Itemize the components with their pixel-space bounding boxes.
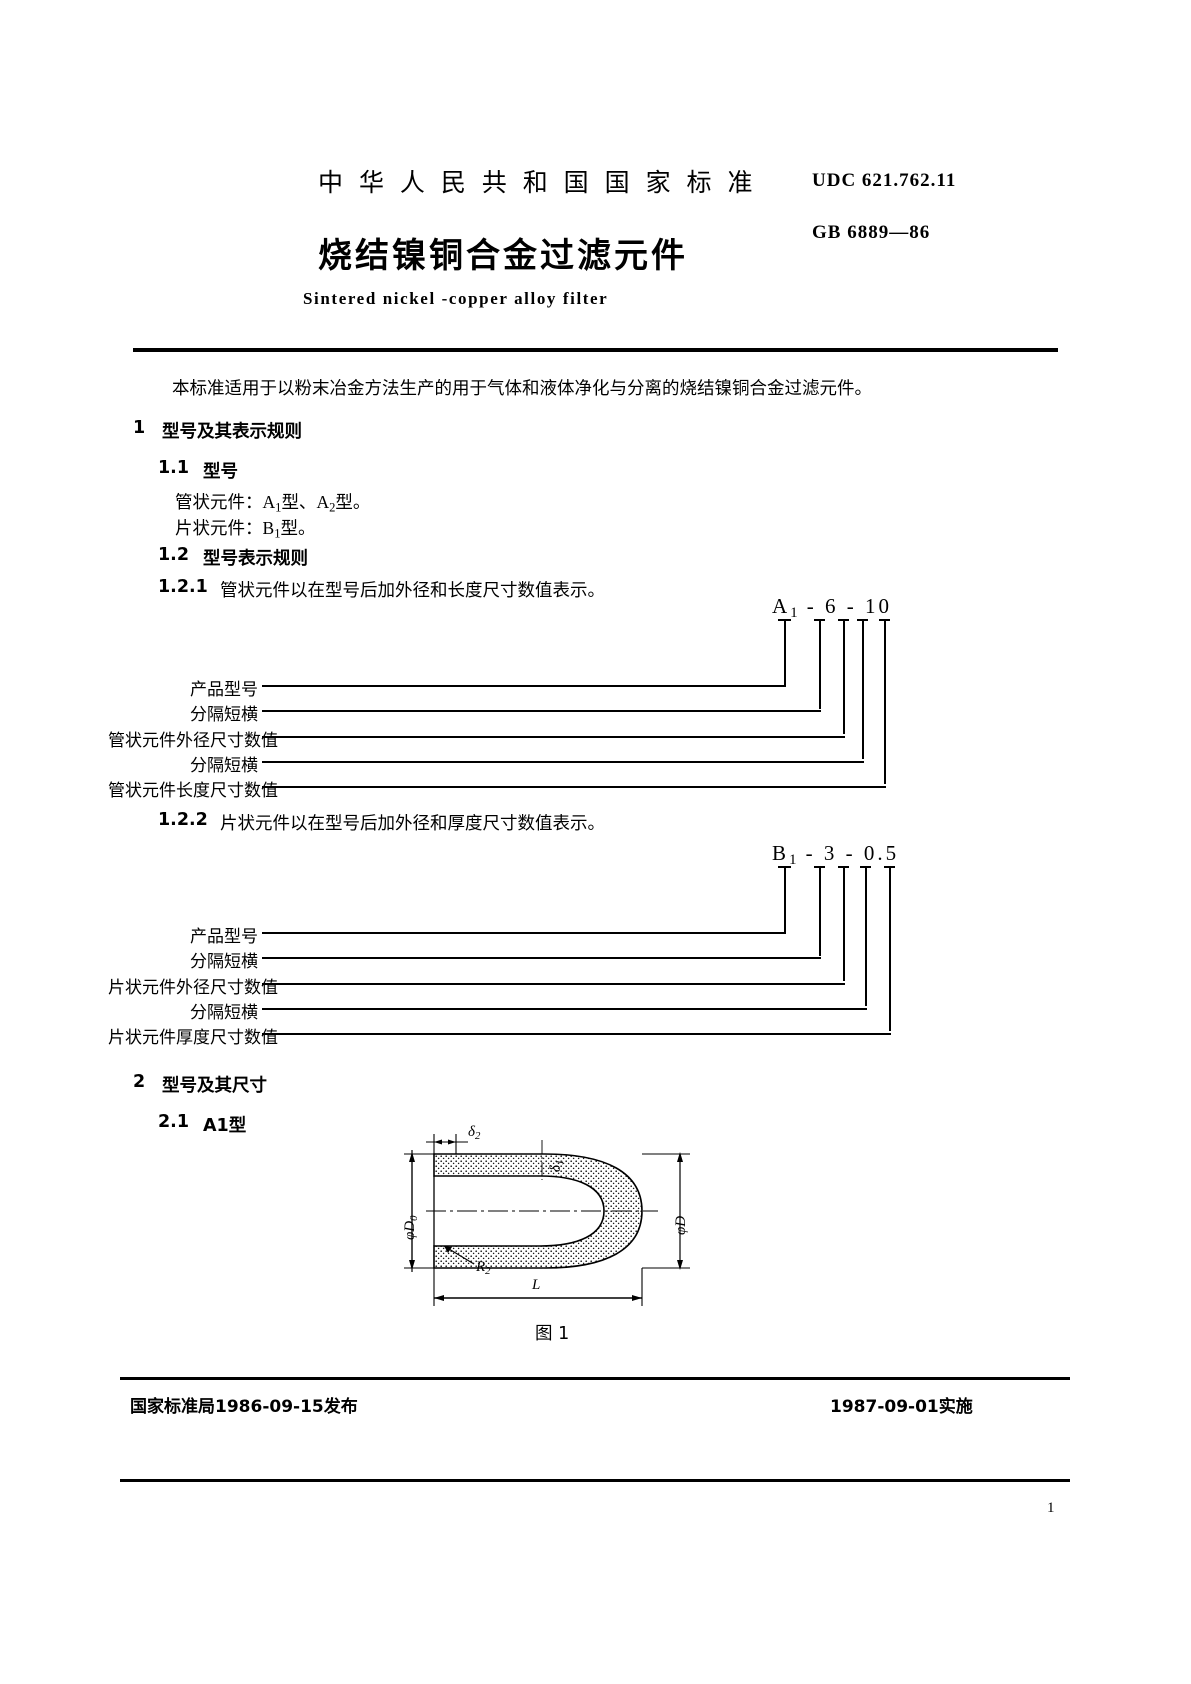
dim-label-length: L	[532, 1277, 541, 1293]
section-2-1-number: 2.1	[158, 1112, 190, 1132]
section-1-2-number: 1.2	[158, 545, 190, 565]
page-number: 1	[1047, 1500, 1055, 1516]
leader-line-b4	[865, 866, 867, 1006]
code-a-subscript: 1	[790, 605, 801, 622]
delta2-glyph: δ	[468, 1124, 475, 1140]
section-1-1-title: 型号	[203, 462, 238, 482]
code-a-rest: - 6 - 10	[806, 594, 892, 618]
leader-line-b5	[889, 866, 891, 1031]
footer-divider-bottom	[120, 1479, 1070, 1482]
type-a2-suffix: 型。	[335, 493, 371, 513]
leader-line-a4	[862, 619, 864, 759]
footer-divider-top	[120, 1377, 1070, 1380]
section-1-2-1-text: 管状元件以在型号后加外径和长度尺寸数值表示。	[220, 581, 605, 601]
leader-hline-sheet-3	[262, 1008, 867, 1010]
leader-label-sheet-3: 分隔短横	[190, 1003, 258, 1023]
type-b1-subscript: 1	[274, 526, 281, 541]
leader-hline-sheet-2	[262, 983, 845, 985]
phi-d0-glyph: φD	[402, 1220, 418, 1240]
leader-line-a3	[843, 619, 845, 734]
leader-line-b2	[819, 866, 821, 956]
section-2-1-title: A1型	[203, 1112, 246, 1137]
leader-hline-tubular-3	[262, 761, 864, 763]
section-1-number: 1	[133, 418, 146, 438]
designation-code-sheet: B1 - 3 - 0.5	[772, 841, 899, 869]
issue-date: 国家标准局1986-09-15发布	[130, 1397, 358, 1417]
national-standard-heading: 中 华 人 民 共 和 国 国 家 标 准	[318, 168, 757, 197]
leader-label-sheet-4: 片状元件厚度尺寸数值	[108, 1028, 278, 1048]
header-divider	[133, 348, 1058, 352]
leader-hline-sheet-1	[262, 957, 821, 959]
type-a1-suffix: 型、	[281, 493, 317, 513]
leader-label-tubular-1: 分隔短横	[190, 705, 258, 725]
code-a-letter: A	[772, 594, 791, 618]
udc-code: UDC 621.762.11	[812, 170, 957, 191]
tubular-label: 管状元件：	[175, 493, 263, 513]
leader-hline-tubular-4	[262, 786, 886, 788]
leader-label-sheet-0: 产品型号	[190, 927, 258, 947]
leader-label-tubular-2: 管状元件外径尺寸数值	[108, 731, 278, 751]
dim-label-delta1: δ1	[548, 1160, 566, 1172]
figure-1-caption: 图 1	[535, 1324, 570, 1344]
leader-label-sheet-2: 片状元件外径尺寸数值	[108, 978, 278, 998]
page-title: 烧结镍铜合金过滤元件	[318, 236, 688, 276]
section-2-1-type-letter: A	[203, 1116, 217, 1136]
section-1-2-2-number: 1.2.2	[158, 810, 208, 830]
sheet-element-types: 片状元件：B1型。	[175, 515, 315, 542]
leader-hline-tubular-0	[262, 685, 786, 687]
leader-line-a1	[784, 619, 786, 685]
effective-date: 1987-09-01实施	[830, 1397, 973, 1417]
dim-label-r2: R2	[476, 1259, 491, 1277]
r2-subscript: 2	[485, 1265, 491, 1278]
dim-label-delta2: δ2	[468, 1124, 480, 1142]
english-title: Sintered nickel -copper alloy filter	[303, 289, 609, 308]
tubular-element-types: 管状元件：A1型、A2型。	[175, 489, 370, 516]
type-a1-subscript: 1	[275, 500, 282, 515]
code-b-letter: B	[772, 841, 790, 865]
designation-code-tubular: A1 - 6 - 10	[772, 594, 892, 622]
delta2-subscript: 2	[474, 1130, 481, 1143]
delta1-subscript: 1	[554, 1159, 567, 1166]
standard-number: GB 6889—86	[812, 222, 931, 243]
leader-hline-sheet-4	[262, 1033, 891, 1035]
code-b-subscript: 1	[789, 852, 800, 869]
figure-1-drawing: δ2 δ1 φD0 φD R2 L	[390, 1120, 730, 1310]
sheet-label: 片状元件：	[175, 519, 263, 539]
scope-paragraph: 本标准适用于以粉末冶金方法生产的用于气体和液体净化与分离的烧结镍铜合金过滤元件。	[172, 379, 872, 399]
section-1-2-title: 型号表示规则	[203, 549, 308, 569]
type-b1-suffix: 型。	[280, 519, 316, 539]
section-1-1-number: 1.1	[158, 458, 190, 478]
leader-label-tubular-0: 产品型号	[190, 680, 258, 700]
filter-wall-section	[433, 1153, 643, 1269]
leader-label-tubular-4: 管状元件长度尺寸数值	[108, 781, 278, 801]
figure-1-svg	[404, 1134, 690, 1306]
section-2-1-type-suffix: 1型	[216, 1116, 247, 1136]
leader-hline-tubular-2	[262, 736, 845, 738]
leader-hline-tubular-1	[262, 710, 821, 712]
dim-label-phi-d0: φD0	[402, 1215, 420, 1240]
section-1-2-2-text: 片状元件以在型号后加外径和厚度尺寸数值表示。	[220, 814, 605, 834]
leader-line-a2	[819, 619, 821, 709]
delta1-glyph: δ	[548, 1165, 564, 1172]
leader-line-b3	[843, 866, 845, 981]
dim-label-phi-d: φD	[673, 1215, 689, 1235]
section-2-number: 2	[133, 1072, 146, 1092]
type-a2-letter: A	[316, 492, 330, 512]
leader-label-tubular-3: 分隔短横	[190, 756, 258, 776]
phi-d0-subscript: 0	[408, 1215, 421, 1221]
r2-glyph: R	[476, 1259, 486, 1275]
code-b-rest: - 3 - 0.5	[805, 841, 900, 865]
type-a2-subscript: 2	[329, 500, 336, 515]
type-a1-letter: A	[262, 492, 276, 512]
leader-line-b1	[784, 866, 786, 932]
section-1-title: 型号及其表示规则	[162, 422, 302, 442]
section-2-title: 型号及其尺寸	[162, 1076, 267, 1096]
section-1-2-1-number: 1.2.1	[158, 577, 208, 597]
leader-line-a5	[884, 619, 886, 784]
leader-label-sheet-1: 分隔短横	[190, 952, 258, 972]
type-b1-letter: B	[262, 518, 275, 538]
leader-hline-sheet-0	[262, 932, 786, 934]
